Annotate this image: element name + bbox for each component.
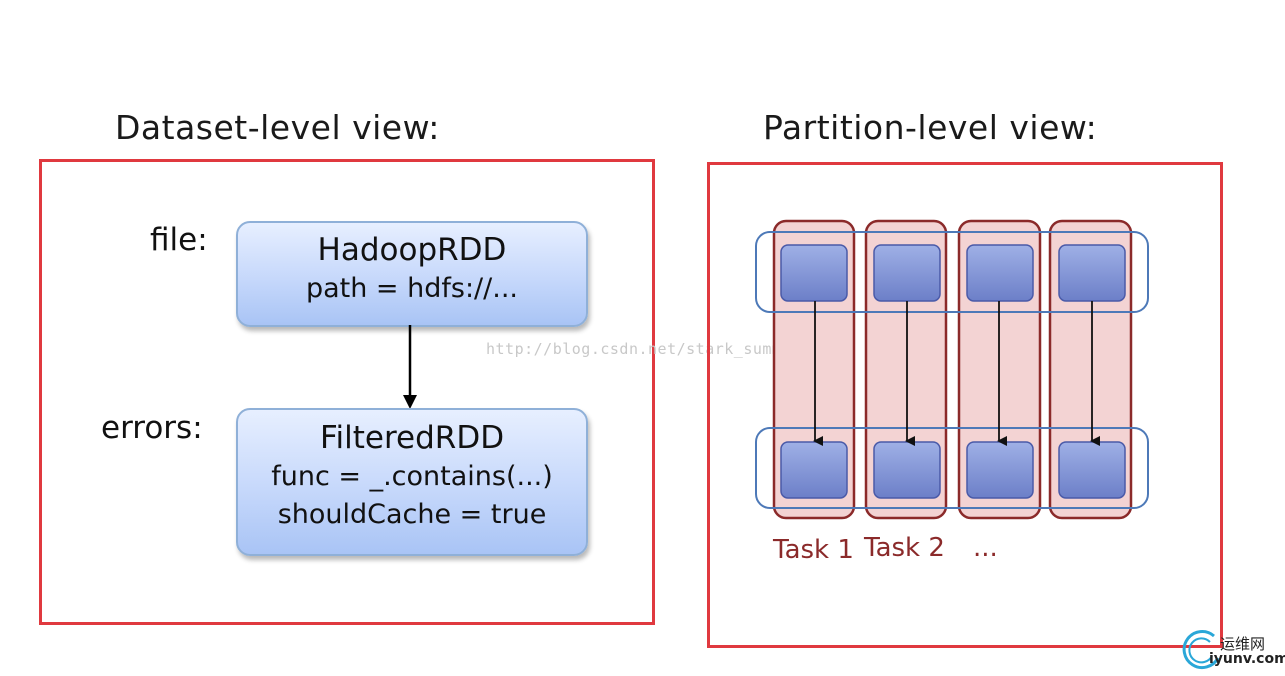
filtered-rdd-box: FilteredRDD func = _.contains(...) shoul… (236, 408, 588, 556)
logo-text-domain: iyunv.com (1209, 651, 1285, 667)
partition-top-2 (873, 244, 941, 302)
partition-view-frame (707, 162, 1223, 648)
logo-swirl-icon (1182, 630, 1220, 669)
hadoop-rdd-title: HadoopRDD (317, 232, 507, 268)
task-1-label: Task 1 (773, 535, 854, 565)
partition-bottom-1 (780, 441, 848, 499)
partition-top-1 (780, 244, 848, 302)
hadoop-rdd-box: HadoopRDD path = hdfs://... (236, 221, 588, 327)
dataset-view-frame (39, 159, 655, 625)
watermark-text: http://blog.csdn.net/stark_summer (486, 340, 801, 358)
logo-text-cn: 运维网 (1220, 635, 1266, 653)
partition-bottom-4 (1058, 441, 1126, 499)
hadoop-rdd-path: path = hdfs://... (305, 273, 519, 304)
partition-bottom-3 (966, 441, 1034, 499)
rdd-row-bottom (755, 427, 1149, 509)
task-ellipsis: ... (973, 533, 998, 563)
filtered-rdd-title: FilteredRDD (319, 420, 505, 456)
task-2-label: Task 2 (864, 533, 945, 563)
filtered-rdd-func: func = _.contains(...) (271, 461, 553, 492)
file-label: file: (150, 222, 208, 258)
dataset-view-heading: Dataset-level view: (115, 108, 440, 147)
partition-top-3 (966, 244, 1034, 302)
dataset-arrow (403, 325, 417, 409)
errors-label: errors: (101, 410, 203, 446)
partition-view-heading: Partition-level view: (763, 108, 1098, 147)
rdd-row-top (755, 231, 1149, 313)
partition-bottom-2 (873, 441, 941, 499)
partition-top-4 (1058, 244, 1126, 302)
filtered-rdd-cache: shouldCache = true (277, 499, 547, 530)
